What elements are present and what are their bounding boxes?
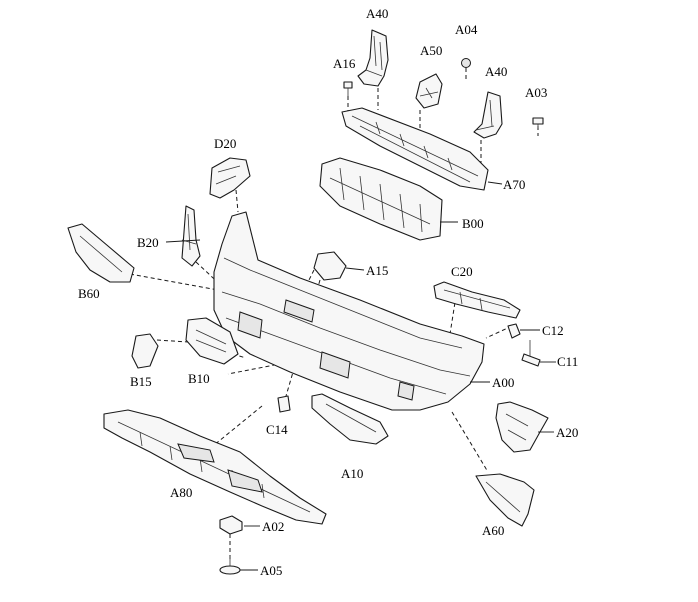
bracket-b20 [181, 205, 201, 267]
label-b60: B60 [78, 286, 100, 301]
label-b20: B20 [137, 235, 159, 250]
beam-a70 [341, 107, 489, 191]
label-c20: C20 [451, 264, 473, 279]
clip-c12 [507, 323, 521, 339]
label-a05: A05 [260, 563, 282, 578]
label-a03: A03 [525, 85, 547, 100]
trim-a10 [311, 393, 389, 445]
callout-leaders [165, 181, 556, 571]
nut-a04 [461, 58, 471, 68]
screw-c11 [521, 340, 541, 367]
label-a50: A50 [420, 43, 442, 58]
label-d20: D20 [214, 136, 236, 151]
cover-a15 [313, 251, 347, 281]
label-a40-top: A40 [366, 6, 388, 21]
label-a02: A02 [262, 519, 284, 534]
label-a16: A16 [333, 56, 356, 71]
label-a60: A60 [482, 523, 504, 538]
label-a10: A10 [341, 466, 363, 481]
label-c14: C14 [266, 422, 288, 437]
label-a00: A00 [492, 375, 514, 390]
bracket-a40-top [357, 29, 389, 87]
label-a40-right: A40 [485, 64, 507, 79]
label-c12: C12 [542, 323, 564, 338]
screw-a05 [219, 556, 241, 575]
clip-c14 [277, 395, 291, 413]
label-a20: A20 [556, 425, 578, 440]
bracket-a20 [495, 401, 549, 453]
bracket-d20 [209, 157, 251, 199]
label-a80: A80 [170, 485, 192, 500]
part-labels: A40 A04 A16 A50 A40 A03 D20 A70 B00 B20 … [78, 6, 578, 578]
bumper-a00 [213, 211, 485, 411]
label-a04: A04 [455, 22, 478, 37]
screw-a16 [343, 81, 353, 96]
panel-b60 [67, 223, 135, 283]
screw-a03 [532, 117, 544, 128]
label-a15: A15 [366, 263, 388, 278]
label-c11: C11 [557, 354, 578, 369]
bracket-c20 [433, 281, 521, 319]
bracket-a40-right [473, 91, 503, 139]
panel-a60 [475, 473, 535, 527]
label-b15: B15 [130, 374, 152, 389]
grille-b10 [185, 317, 239, 365]
clip-a02 [219, 515, 243, 535]
bracket-a50 [415, 73, 443, 109]
label-a70: A70 [503, 177, 525, 192]
absorber-b00 [319, 157, 443, 241]
label-b10: B10 [188, 371, 210, 386]
undertray-a80 [103, 409, 327, 525]
cover-b15 [131, 333, 159, 369]
label-b00: B00 [462, 216, 484, 231]
